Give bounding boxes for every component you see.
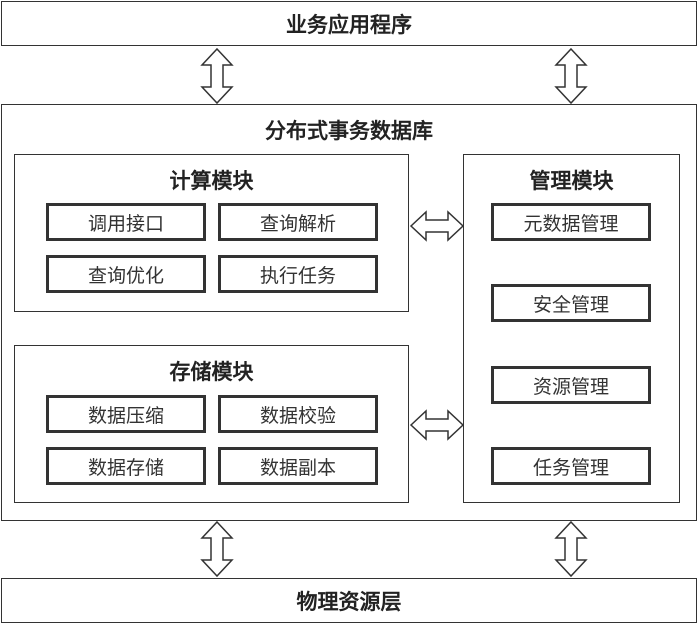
physical-resource-layer: 物理资源层 xyxy=(1,578,697,623)
management-item-resource: 资源管理 xyxy=(491,366,651,404)
physical-resource-label: 物理资源层 xyxy=(296,588,402,614)
double-arrow-horizontal-compute-management xyxy=(409,210,465,242)
double-arrow-vertical-top-right xyxy=(554,47,588,105)
double-arrow-horizontal-storage-management xyxy=(409,409,465,441)
compute-item-call-interface: 调用接口 xyxy=(46,203,206,241)
storage-item-storage: 数据存储 xyxy=(46,447,206,485)
business-applications-label: 业务应用程序 xyxy=(286,11,412,37)
business-applications-layer: 业务应用程序 xyxy=(1,1,697,46)
management-module: 管理模块 元数据管理 安全管理 资源管理 任务管理 xyxy=(463,154,680,503)
double-arrow-vertical-top-left xyxy=(200,47,234,105)
compute-item-query-parse: 查询解析 xyxy=(218,203,378,241)
compute-module: 计算模块 调用接口 查询解析 查询优化 执行任务 xyxy=(14,154,409,312)
storage-module: 存储模块 数据压缩 数据校验 数据存储 数据副本 xyxy=(14,345,409,503)
double-arrow-vertical-bottom-left xyxy=(200,520,234,578)
management-module-title: 管理模块 xyxy=(529,168,614,193)
storage-item-compression: 数据压缩 xyxy=(46,395,206,433)
compute-item-execute-task: 执行任务 xyxy=(218,255,378,293)
storage-module-title: 存储模块 xyxy=(169,359,254,384)
distributed-database-title: 分布式事务数据库 xyxy=(265,118,433,143)
compute-item-query-optimize: 查询优化 xyxy=(46,255,206,293)
compute-module-title: 计算模块 xyxy=(169,168,254,193)
management-item-security: 安全管理 xyxy=(491,284,651,322)
double-arrow-vertical-bottom-right xyxy=(554,520,588,578)
storage-item-replica: 数据副本 xyxy=(218,447,378,485)
management-item-metadata: 元数据管理 xyxy=(491,203,651,241)
management-item-task: 任务管理 xyxy=(491,447,651,485)
storage-item-verification: 数据校验 xyxy=(218,395,378,433)
